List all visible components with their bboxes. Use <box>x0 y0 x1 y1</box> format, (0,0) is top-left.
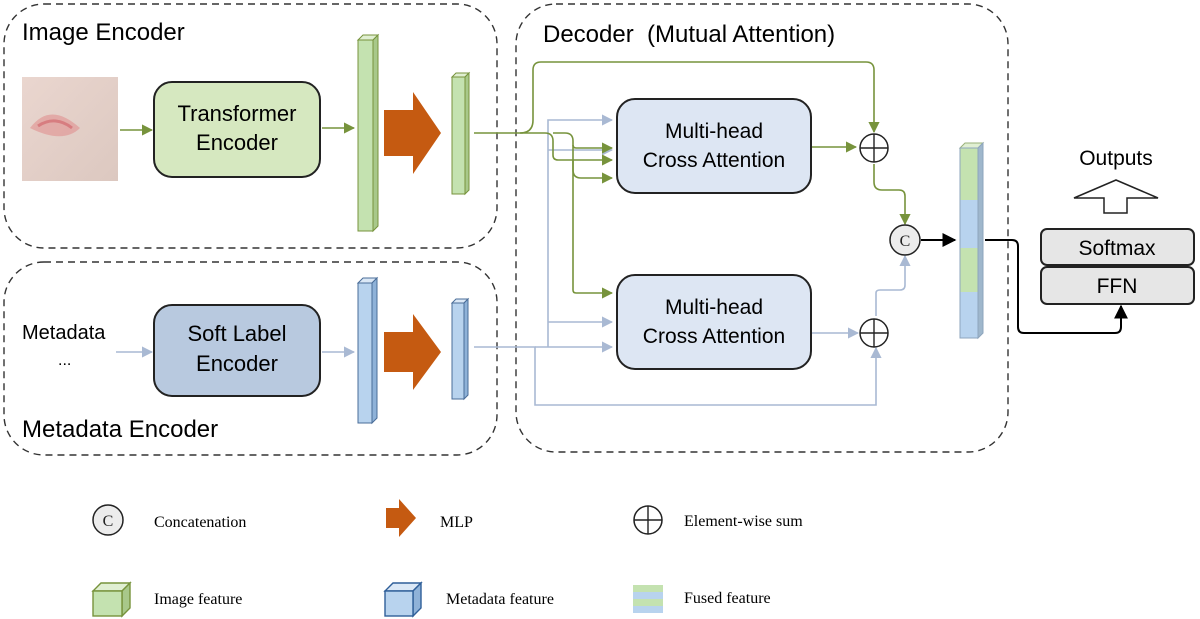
cross-attention-bottom-line2: Cross Attention <box>643 325 785 348</box>
element-wise-sum-bottom-icon <box>859 318 889 348</box>
cross-attention-top-line1: Multi-head <box>665 120 763 143</box>
soft-label-encoder-label-1: Soft Label <box>187 321 286 346</box>
svg-text:C: C <box>103 513 114 530</box>
softmax-label: Softmax <box>1078 237 1156 260</box>
transformer-encoder-block <box>153 81 321 178</box>
legend-fused-feature-icon <box>633 585 663 613</box>
legend-element-wise-sum-label: Element-wise sum <box>684 513 803 530</box>
metadata-encoder-frame <box>3 261 498 456</box>
soft-label-encoder-block <box>153 304 321 397</box>
legend-image-feature-icon <box>91 581 132 618</box>
cross-attention-bottom-line1: Multi-head <box>665 296 763 319</box>
legend-metadata-feature-label: Metadata feature <box>446 591 554 608</box>
legend-metadata-feature-icon <box>383 581 423 618</box>
legend-fused-feature-label: Fused feature <box>684 590 771 607</box>
mlp-arrow-image <box>384 92 441 174</box>
decoder-title: Decoder (Mutual Attention) <box>543 21 835 48</box>
legend-element-wise-sum-icon <box>633 505 663 535</box>
cross-attention-bottom <box>616 274 812 370</box>
metadata-feature-bar-large <box>356 276 379 425</box>
transformer-encoder-label-1: Transformer <box>178 101 297 126</box>
image-feature-bar-large <box>356 33 380 233</box>
element-wise-sum-top-icon <box>859 133 889 163</box>
metadata-feature-bar-small <box>450 297 470 401</box>
ffn-label: FFN <box>1097 275 1138 298</box>
soft-label-encoder-label-2: Encoder <box>196 351 278 376</box>
legend-image-feature-label: Image feature <box>154 591 242 608</box>
metadata-flow-lines <box>474 114 911 406</box>
cross-attention-top <box>616 98 812 194</box>
concatenation-icon: C <box>889 224 921 256</box>
metadata-input-label: Metadata <box>22 322 106 344</box>
outputs-label: Outputs <box>1079 147 1153 170</box>
legend-mlp-label: MLP <box>440 514 473 531</box>
metadata-input-ellipsis: ... <box>58 352 71 369</box>
metadata-encoder-title: Metadata Encoder <box>22 416 218 443</box>
decoder-frame <box>515 3 1009 453</box>
image-encoder-title: Image Encoder <box>22 19 185 46</box>
ffn-block <box>1040 266 1195 305</box>
legend-concatenation-icon: C <box>92 504 124 536</box>
cross-attention-top-line2: Cross Attention <box>643 149 785 172</box>
input-skin-image <box>22 77 118 181</box>
image-flow-lines <box>474 61 911 299</box>
mlp-arrow-metadata <box>384 314 441 390</box>
arrow-fused-to-ffn <box>985 239 1128 334</box>
softmax-block <box>1040 228 1195 266</box>
transformer-encoder-label-2: Encoder <box>196 130 278 155</box>
fused-feature-bar <box>958 141 985 340</box>
concatenation-symbol: C <box>900 233 911 250</box>
legend-concatenation-label: Concatenation <box>154 514 246 531</box>
outputs-arrow-icon <box>1073 179 1159 214</box>
image-feature-bar-small <box>450 71 471 196</box>
image-encoder-frame <box>3 3 498 249</box>
legend-mlp-icon <box>386 499 416 537</box>
